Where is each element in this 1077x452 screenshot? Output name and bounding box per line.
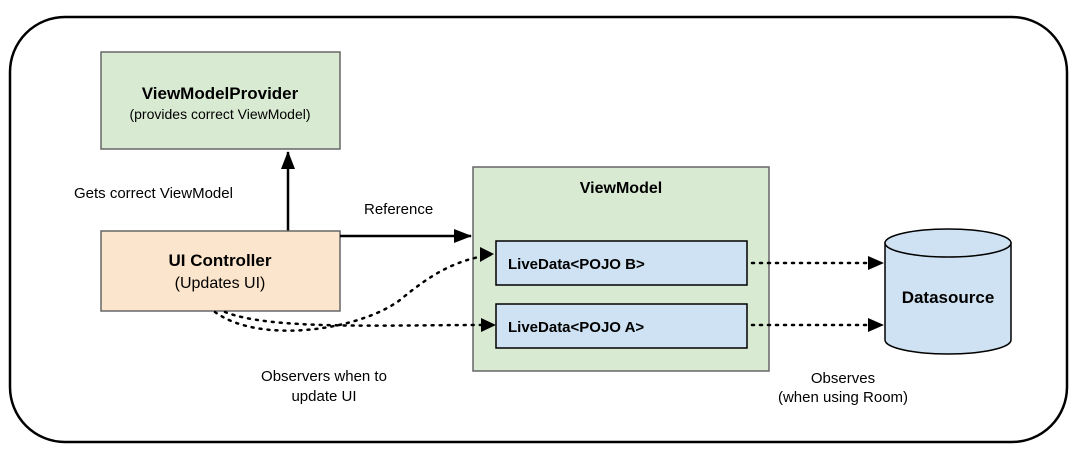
observes-label-line2: (when using Room) <box>778 389 908 406</box>
datasource-arrowhead-b <box>868 256 884 270</box>
ui-controller-subtitle: (Updates UI) <box>175 275 266 292</box>
observer-curve-to-livedata-a <box>223 310 490 327</box>
livedata-a-label: LiveData<POJO A> <box>508 319 644 336</box>
viewmodelprovider-rect <box>100 51 341 150</box>
ui-controller-rect <box>100 230 341 312</box>
livedata-a-rect <box>495 303 748 349</box>
viewmodelprovider-subtitle: (provides correct ViewModel) <box>129 106 310 122</box>
gets-viewmodel-label: Gets correct ViewModel <box>74 185 233 202</box>
datasource-cylinder: Datasource <box>884 228 1012 355</box>
datasource-top <box>884 228 1012 258</box>
observer-arrowhead-a <box>481 318 496 332</box>
viewmodelprovider-title: ViewModelProvider <box>142 84 299 103</box>
observes-label-line1: Observes <box>811 370 875 387</box>
reference-label: Reference <box>364 201 433 218</box>
datasource-title: Datasource <box>902 288 995 307</box>
livedata-b-rect <box>495 240 748 286</box>
viewmodel-title: ViewModel <box>580 180 662 197</box>
observers-label-line2: update UI <box>291 388 356 405</box>
ui-controller-title: UI Controller <box>169 251 272 270</box>
ui-controller-box: UI Controller (Updates UI) <box>100 230 341 312</box>
observers-label-line1: Observers when to <box>261 368 387 385</box>
observer-arrowhead-b <box>480 247 494 262</box>
datasource-body <box>884 242 1012 355</box>
viewmodel-box: ViewModel LiveData<POJO B> LiveData<POJO… <box>472 166 770 372</box>
datasource-arrowhead-a <box>868 318 884 332</box>
livedata-b-label: LiveData<POJO B> <box>508 256 645 273</box>
viewmodelprovider-box: ViewModelProvider (provides correct View… <box>100 51 341 150</box>
observer-curve-to-livedata-b <box>213 253 492 332</box>
